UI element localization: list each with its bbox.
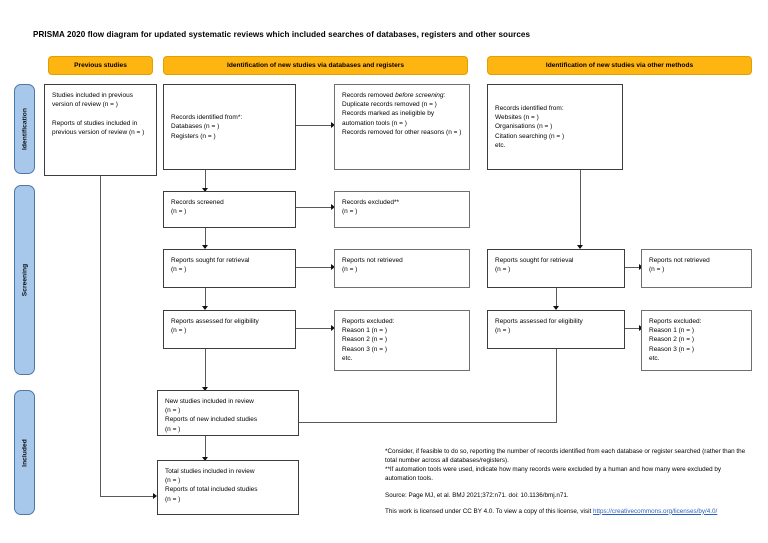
connector-assessed-to-excluded-other bbox=[625, 328, 641, 329]
arrowhead-assessed-to-excluded-db bbox=[331, 325, 335, 331]
connector-assessed-other-to-newstudies-vertical bbox=[556, 349, 557, 422]
box-new-studies-included: New studies included in review (n = ) Re… bbox=[157, 390, 299, 436]
connector-previous-to-total-horizontal bbox=[100, 496, 155, 497]
footnote-license: This work is licensed under CC BY 4.0. T… bbox=[385, 507, 753, 516]
box-reports-assessed-other: Reports assessed for eligibility (n = ) bbox=[487, 310, 625, 349]
box-previous-studies: Studies included in previous version of … bbox=[44, 84, 157, 176]
box-records-removed: Records removed before screening: Duplic… bbox=[334, 84, 470, 170]
box-records-screened: Records screened (n = ) bbox=[163, 191, 296, 228]
connector-assessed-to-excluded-db bbox=[295, 328, 333, 329]
connector-screened-to-excluded bbox=[295, 207, 333, 208]
stage-label-screening-text: Screening bbox=[21, 263, 28, 297]
arrowhead-sought-to-assessed-other bbox=[553, 306, 559, 310]
box-total-studies-included: Total studies included in review (n = ) … bbox=[157, 460, 299, 515]
connector-sought-to-assessed-other bbox=[556, 288, 557, 309]
footnote-source: Source: Page MJ, et al. BMJ 2021;372:n71… bbox=[385, 491, 569, 499]
connector-identified-to-screened bbox=[205, 170, 206, 191]
connector-screened-to-sought bbox=[205, 228, 206, 248]
header-previous-studies: Previous studies bbox=[48, 56, 153, 75]
connector-identified-to-removed bbox=[295, 125, 333, 126]
footnotes: *Consider, if feasible to do so, reporti… bbox=[385, 447, 753, 523]
stage-label-screening: Screening bbox=[14, 185, 35, 375]
box-records-removed-body: Duplicate records removed (n = ) Records… bbox=[342, 101, 462, 136]
arrowhead-screened-to-excluded bbox=[331, 204, 335, 210]
box-reports-sought-db: Reports sought for retrieval (n = ) bbox=[163, 249, 296, 288]
box-records-identified: Records identified from*: Databases (n =… bbox=[163, 84, 296, 170]
header-databases-registers: Identification of new studies via databa… bbox=[163, 56, 468, 75]
connector-assessed-other-to-newstudies-horizontal bbox=[299, 422, 557, 423]
stage-label-included: Included bbox=[14, 390, 35, 515]
connector-sought-to-notretrieved-other bbox=[625, 267, 641, 268]
license-link[interactable]: https://creativecommons.org/licenses/by/… bbox=[593, 507, 718, 515]
arrowhead-identified-to-screened bbox=[202, 188, 208, 192]
footnote-one: *Consider, if feasible to do so, reporti… bbox=[385, 447, 753, 484]
connector-assessed-to-newstudies bbox=[205, 349, 206, 390]
connector-sought-to-notretrieved-db bbox=[295, 267, 333, 268]
arrowhead-sought-to-notretrieved-db bbox=[331, 264, 335, 270]
box-reports-not-retrieved-db: Reports not retrieved (n = ) bbox=[334, 249, 470, 288]
box-reports-excluded-other: Reports excluded: Reason 1 (n = ) Reason… bbox=[641, 310, 752, 371]
box-records-removed-heading-italic: before screening: bbox=[395, 92, 446, 99]
arrowhead-sought-to-assessed-db bbox=[202, 306, 208, 310]
box-records-identified-other: Records identified from: Websites (n = )… bbox=[487, 84, 623, 170]
arrowhead-identified-other-to-sought bbox=[577, 245, 583, 249]
stage-label-identification: Identification bbox=[14, 84, 35, 174]
page-title: PRISMA 2020 flow diagram for updated sys… bbox=[33, 30, 531, 39]
box-reports-sought-other: Reports sought for retrieval (n = ) bbox=[487, 249, 625, 288]
stage-label-identification-text: Identification bbox=[21, 108, 28, 150]
footnote-license-text: This work is licensed under CC BY 4.0. T… bbox=[385, 507, 592, 515]
box-reports-assessed-db: Reports assessed for eligibility (n = ) bbox=[163, 310, 296, 349]
connector-newstudies-to-total bbox=[205, 436, 206, 460]
stage-label-included-text: Included bbox=[21, 438, 28, 467]
box-records-removed-heading: Records removed bbox=[342, 92, 396, 99]
box-records-excluded: Records excluded** (n = ) bbox=[334, 191, 470, 228]
box-reports-excluded-db: Reports excluded: Reason 1 (n = ) Reason… bbox=[334, 310, 470, 371]
header-other-methods: Identification of new studies via other … bbox=[487, 56, 752, 75]
arrowhead-newstudies-to-total bbox=[202, 457, 208, 461]
connector-previous-to-total-vertical bbox=[100, 176, 101, 496]
connector-sought-to-assessed-db bbox=[205, 288, 206, 309]
arrowhead-previous-to-total bbox=[153, 493, 157, 499]
arrowhead-assessed-to-newstudies bbox=[202, 387, 208, 391]
arrowhead-screened-to-sought bbox=[202, 245, 208, 249]
footnote-one-text: *Consider, if feasible to do so, reporti… bbox=[385, 448, 746, 465]
footnote-two-text: **If automation tools were used, indicat… bbox=[385, 466, 722, 483]
box-reports-not-retrieved-other: Reports not retrieved (n = ) bbox=[641, 249, 752, 288]
connector-identified-other-to-sought bbox=[580, 170, 581, 248]
arrowhead-identified-to-removed bbox=[331, 122, 335, 128]
